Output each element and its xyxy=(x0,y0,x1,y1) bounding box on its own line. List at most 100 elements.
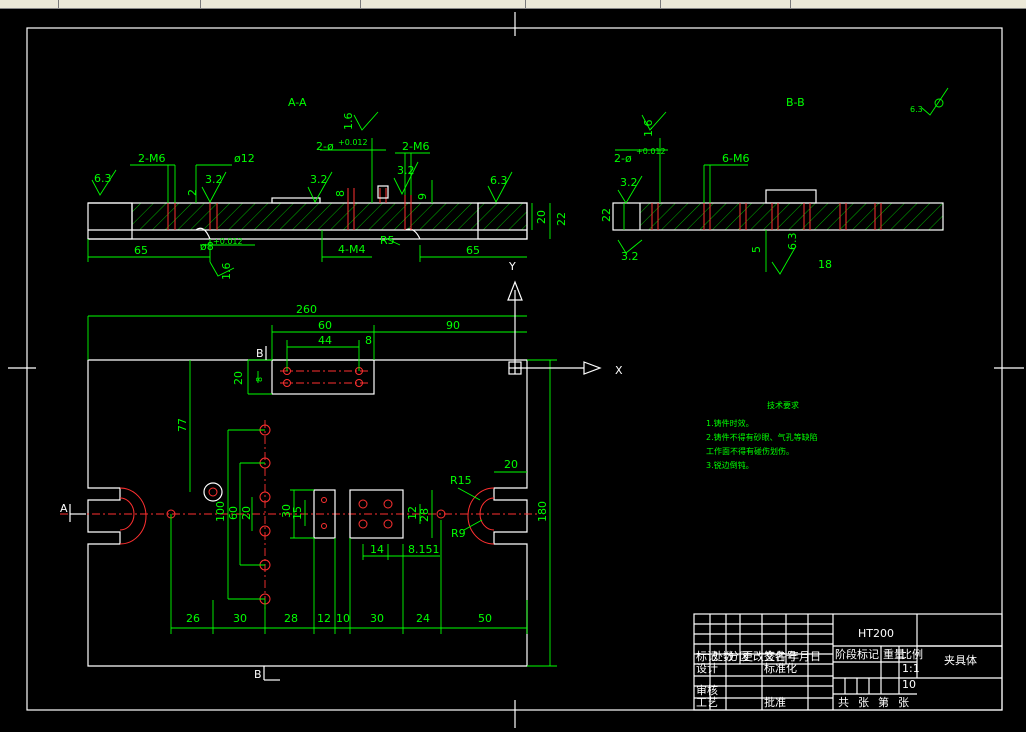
dim-15: 15 xyxy=(291,506,304,520)
dim-22: 22 xyxy=(555,212,568,226)
title-block-cell-text: 更改文件号 xyxy=(742,649,797,663)
title-block-cell-text: 审核 xyxy=(696,683,718,697)
section-b-b-view: B-B 22 2-ø +0.012 6-M6 3.2 3.2 1.6 5 xyxy=(600,87,949,275)
section-a-a-view: A-A 65 65 4-M4 20 22 xyxy=(87,96,568,281)
dim-8-top: 8 xyxy=(365,334,372,347)
dim-8-151: 8.151 xyxy=(408,543,440,556)
dim-260: 260 xyxy=(296,303,317,316)
dim-bottom-12: 12 xyxy=(317,612,331,625)
title-block-cell-text: 第 xyxy=(878,695,889,709)
label-dia8: ø8 xyxy=(200,240,214,253)
label-2-m6-mid: 2-M6 xyxy=(402,140,429,153)
cad-drawing-canvas[interactable]: A-A 65 65 4-M4 20 22 xyxy=(0,8,1026,732)
roughness-3-2-mid: 3.2 xyxy=(310,173,328,186)
title-block-cell-text: 标准化 xyxy=(764,661,797,675)
toolbar-separator xyxy=(58,0,59,8)
dim-28: 28 xyxy=(418,508,431,522)
dim-bottom-30b: 30 xyxy=(370,612,384,625)
dim-44: 44 xyxy=(318,334,332,347)
roughness-1-6-top: 1.6 xyxy=(342,113,355,131)
title-block-cell-text: 共 xyxy=(838,696,849,709)
note-line-3: 工作面不得有碰伤划伤。 xyxy=(706,446,794,456)
marker-b-bottom: B xyxy=(254,668,262,681)
dim-14: 14 xyxy=(370,543,384,556)
label-dia12: ø12 xyxy=(234,152,255,165)
plan-view: 260 60 90 44 8 20 8 77 100 60 20 30 1 xyxy=(60,303,557,681)
y-axis-label: Y xyxy=(508,260,516,273)
roughness-6-3-b: 6.3 xyxy=(786,233,799,251)
roughness-3-2-left: 3.2 xyxy=(205,173,223,186)
dim-9: 9 xyxy=(416,193,429,200)
notes-title: 技术要求 xyxy=(767,400,799,410)
section-a-a-title: A-A xyxy=(288,96,307,109)
dim-20-right: 20 xyxy=(504,458,518,471)
roughness-6-3-left: 6.3 xyxy=(94,172,112,185)
label-r5: R5 xyxy=(380,234,395,247)
dim-100: 100 xyxy=(214,501,227,522)
label-2-m6-left: 2-M6 xyxy=(138,152,165,165)
toolbar-separator xyxy=(200,0,201,8)
label-2-dia-b: 2-ø xyxy=(614,152,632,165)
note-line-2: 2.铸件不得有砂眼、气孔等缺陷 xyxy=(706,432,818,442)
section-b-b-title: B-B xyxy=(786,96,805,109)
dim-65-left: 65 xyxy=(134,244,148,257)
marker-b-top: B xyxy=(256,347,264,360)
dim-60-vert: 60 xyxy=(227,506,240,520)
tolerance-2: +0.012 xyxy=(213,237,243,246)
title-block: HT200 夹具体 1:1 10 标记 处数 分区 更改文件号 签名 年月日 设… xyxy=(693,613,1003,711)
toolbar-separator xyxy=(360,0,361,8)
label-r9: R9 xyxy=(451,527,466,540)
title-block-cell-text: 张 xyxy=(858,696,869,709)
roughness-3-2-b-bottom: 3.2 xyxy=(621,250,639,263)
window-top-strip xyxy=(0,0,1026,9)
title-block-cell-text: 设计 xyxy=(696,662,718,675)
title-block-cell-text: 年月日 xyxy=(788,649,821,663)
title-block-cell-text: 处数 xyxy=(712,650,734,663)
x-axis-label: X xyxy=(615,364,623,377)
dim-5: 5 xyxy=(750,246,763,253)
ucs-axis-icon: X Y xyxy=(507,260,623,377)
roughness-1-6-bottom: 1.6 xyxy=(220,263,233,281)
dim-8-left: 8 xyxy=(255,377,264,382)
title-block-cell-text: 张 xyxy=(898,696,909,709)
dim-180: 180 xyxy=(536,501,549,522)
quantity-text: 10 xyxy=(902,678,916,691)
material-text: HT200 xyxy=(858,627,894,640)
title-block-cell-text: 阶段标记 xyxy=(835,647,879,661)
title-block-cell-text: 重量 xyxy=(883,647,905,661)
dim-90: 90 xyxy=(446,319,460,332)
dim-77: 77 xyxy=(176,418,189,432)
dim-22-b: 22 xyxy=(600,208,613,222)
dim-30-vert: 30 xyxy=(280,504,293,518)
toolbar-separator xyxy=(525,0,526,8)
dim-60: 60 xyxy=(318,319,332,332)
title-block-cell-text: 签名 xyxy=(764,649,786,663)
dim-bottom-30: 30 xyxy=(233,612,247,625)
label-2-dia: 2-ø xyxy=(316,140,334,153)
note-line-4: 3.锐边倒钝。 xyxy=(706,460,754,470)
title-block-cell-text: 分区 xyxy=(728,650,750,663)
note-line-1: 1.铸件时效。 xyxy=(706,418,754,428)
dim-bottom-28: 28 xyxy=(284,612,298,625)
dim-bottom-26: 26 xyxy=(186,612,200,625)
part-name-text: 夹具体 xyxy=(944,653,977,667)
dim-20: 20 xyxy=(535,210,548,224)
scale-text: 1:1 xyxy=(902,662,920,675)
dim-2: 2 xyxy=(186,189,199,196)
toolbar-separator xyxy=(660,0,661,8)
tolerance-b: +0.012 xyxy=(636,147,666,156)
title-block-cell-text: 工艺 xyxy=(696,696,718,709)
roughness-general: 6.3 xyxy=(910,105,923,114)
dim-8: 8 xyxy=(334,190,347,197)
title-block-cell-text: 比例 xyxy=(901,647,923,661)
dim-bottom-50: 50 xyxy=(478,612,492,625)
dim-bottom-24: 24 xyxy=(416,612,430,625)
roughness-3-2-right: 3.2 xyxy=(397,164,415,177)
title-block-cell-text: 批准 xyxy=(764,695,786,709)
drawing-frame xyxy=(8,12,1024,728)
dim-20-vert: 20 xyxy=(240,506,253,520)
label-4-m4: 4-M4 xyxy=(338,243,365,256)
dim-20-left: 20 xyxy=(232,371,245,385)
toolbar-separator xyxy=(790,0,791,8)
dim-65-right: 65 xyxy=(466,244,480,257)
